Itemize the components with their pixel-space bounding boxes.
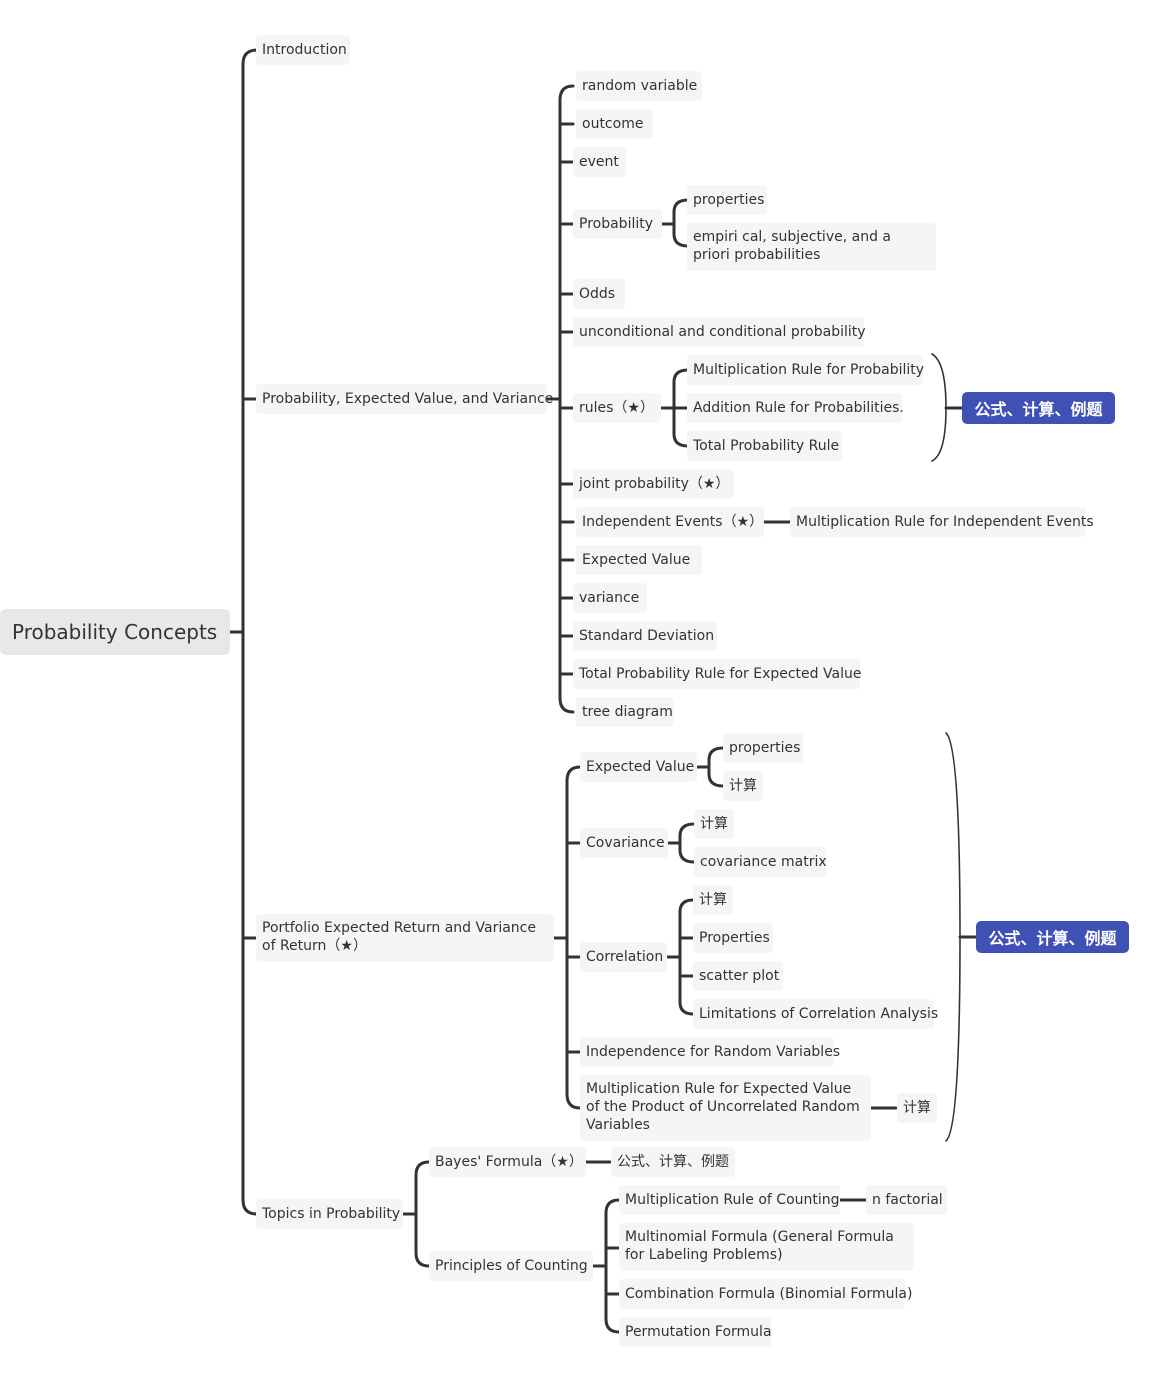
node-outcome[interactable]: outcome	[576, 109, 653, 139]
node-scatter-plot[interactable]: scatter plot	[693, 961, 783, 991]
node-joint-probability[interactable]: joint probability（★）	[573, 469, 734, 499]
node-permutation-formula[interactable]: Permutation Formula	[619, 1317, 772, 1347]
node-portfolio-ev-properties[interactable]: properties	[723, 733, 803, 763]
node-portfolio-ev-calc[interactable]: 计算	[723, 771, 763, 801]
node-covariance[interactable]: Covariance	[580, 828, 668, 858]
node-portfolio-expected-return[interactable]: Portfolio Expected Return and Variance o…	[256, 914, 554, 962]
node-multiplication-rule-counting[interactable]: Multiplication Rule of Counting	[619, 1185, 840, 1215]
node-random-variable[interactable]: random variable	[576, 71, 702, 101]
node-multiplication-rule-independent[interactable]: Multiplication Rule for Independent Even…	[790, 507, 1094, 537]
node-rules[interactable]: rules（★）	[573, 393, 661, 423]
node-multiplication-ev-calc[interactable]: 计算	[897, 1093, 937, 1123]
node-limitations-correlation[interactable]: Limitations of Correlation Analysis	[693, 999, 938, 1029]
node-variance[interactable]: variance	[573, 583, 647, 613]
node-n-factorial[interactable]: n factorial	[866, 1185, 947, 1215]
node-correlation-properties[interactable]: Properties	[693, 923, 773, 953]
node-multinomial-formula[interactable]: Multinomial Formula (General Formula for…	[619, 1223, 914, 1271]
node-probability-properties[interactable]: properties	[687, 185, 767, 215]
node-probability-types[interactable]: empiri cal, subjective, and a priori pro…	[687, 223, 936, 271]
tag-portfolio-formula[interactable]: 公式、计算、例题	[976, 921, 1129, 953]
root-node[interactable]: Probability Concepts	[0, 609, 230, 655]
node-multiplication-rule-probability[interactable]: Multiplication Rule for Probability	[687, 355, 924, 385]
node-expected-value[interactable]: Expected Value	[576, 545, 702, 575]
node-standard-deviation[interactable]: Standard Deviation	[573, 621, 717, 651]
node-combination-formula[interactable]: Combination Formula (Binomial Formula)	[619, 1279, 912, 1309]
node-covariance-matrix[interactable]: covariance matrix	[694, 847, 827, 877]
node-event[interactable]: event	[573, 147, 626, 177]
node-bayes-formula[interactable]: Bayes' Formula（★）	[429, 1147, 586, 1177]
node-correlation-calc[interactable]: 计算	[693, 885, 733, 915]
node-probability[interactable]: Probability	[573, 209, 662, 239]
node-covariance-calc[interactable]: 计算	[694, 809, 734, 839]
node-bayes-formula-detail[interactable]: 公式、计算、例题	[611, 1147, 735, 1177]
tag-rules-formula[interactable]: 公式、计算、例题	[962, 392, 1115, 424]
node-tree-diagram[interactable]: tree diagram	[576, 697, 674, 727]
node-total-probability-rule[interactable]: Total Probability Rule	[687, 431, 842, 461]
node-probability-expected-value-variance[interactable]: Probability, Expected Value, and Varianc…	[256, 384, 553, 414]
node-odds[interactable]: Odds	[573, 279, 625, 309]
node-principles-of-counting[interactable]: Principles of Counting	[429, 1251, 593, 1281]
node-multiplication-rule-expected-value[interactable]: Multiplication Rule for Expected Value o…	[580, 1075, 871, 1141]
node-unconditional-conditional[interactable]: unconditional and conditional probabilit…	[573, 317, 866, 347]
node-introduction[interactable]: Introduction	[256, 35, 350, 65]
node-total-probability-expected-value[interactable]: Total Probability Rule for Expected Valu…	[573, 659, 861, 689]
node-independent-events[interactable]: Independent Events（★）	[576, 507, 764, 537]
node-portfolio-expected-value[interactable]: Expected Value	[580, 752, 697, 782]
node-addition-rule[interactable]: Addition Rule for Probabilities.	[687, 393, 904, 423]
node-independence-random-variables[interactable]: Independence for Random Variables	[580, 1037, 840, 1067]
node-correlation[interactable]: Correlation	[580, 942, 667, 972]
node-topics-in-probability[interactable]: Topics in Probability	[256, 1199, 403, 1229]
